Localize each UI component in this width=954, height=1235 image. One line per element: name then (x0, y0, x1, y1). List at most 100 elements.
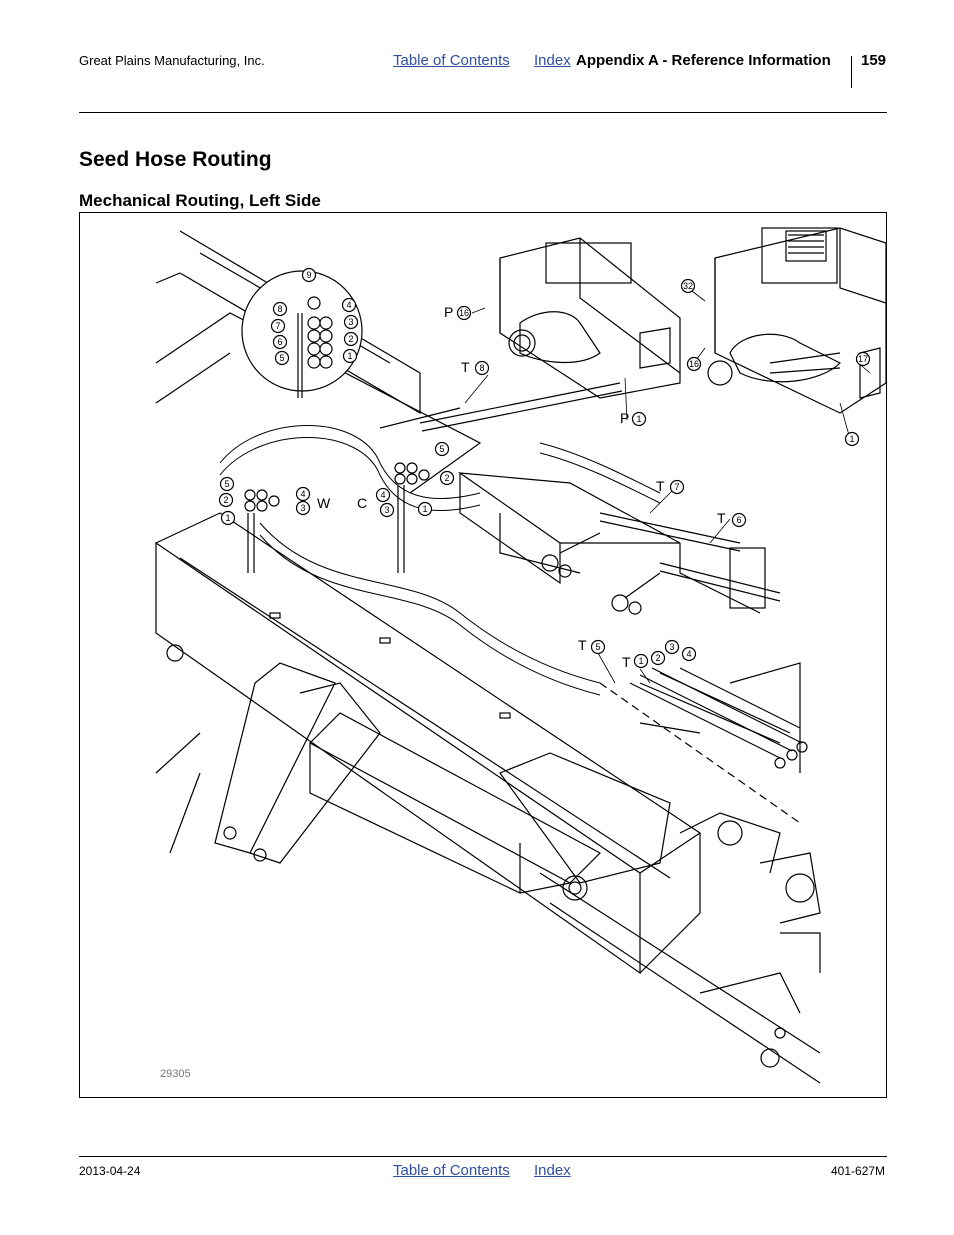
svg-text:1: 1 (225, 513, 230, 523)
callout-inset-6: 6 (272, 334, 288, 350)
section-title: Appendix A - Reference Information (576, 52, 831, 69)
callout-right-32: 32 (680, 278, 696, 294)
publication-date: 2013-04-24 (79, 1164, 141, 1178)
svg-text:1: 1 (638, 656, 643, 666)
manifold-c (394, 462, 430, 573)
svg-text:17: 17 (858, 354, 868, 364)
hose-couplers (541, 532, 661, 615)
svg-text:6: 6 (277, 337, 282, 347)
callout-w1: 1 (220, 510, 236, 526)
callout-w3: 3 (295, 500, 311, 516)
main-frame-beam (154, 512, 702, 975)
company-name: Great Plains Manufacturing, Inc. (79, 53, 265, 68)
page-title: Seed Hose Routing (79, 148, 272, 171)
hose-routing-figure: P T P T T T T W C 9 8 7 6 5 4 3 2 1 16 8… (79, 212, 887, 1098)
hitch-arms (155, 644, 381, 864)
distribution-pipes (379, 382, 801, 773)
svg-text:4: 4 (300, 489, 305, 499)
footer-rule (79, 1156, 887, 1157)
label-t1-letter: T (622, 654, 631, 670)
callout-w2: 2 (218, 492, 234, 508)
svg-text:4: 4 (686, 649, 691, 659)
callout-t1: 1 (633, 653, 649, 669)
svg-text:3: 3 (669, 642, 674, 652)
callout-right-1: 1 (844, 431, 860, 447)
svg-text:6: 6 (736, 515, 741, 525)
cross-beam (457, 472, 766, 614)
callout-front-2: 2 (650, 650, 666, 666)
svg-text:1: 1 (636, 414, 641, 424)
callout-t6: 6 (731, 512, 747, 528)
svg-text:16: 16 (689, 359, 699, 369)
callout-c1: 1 (417, 501, 433, 517)
document-number: 401-627M (831, 1164, 886, 1178)
svg-text:3: 3 (384, 505, 389, 515)
callout-t8: 8 (474, 360, 490, 376)
svg-text:1: 1 (849, 434, 854, 444)
callout-c2: 2 (439, 470, 455, 486)
callout-p16: 16 (456, 305, 472, 321)
label-t5-letter: T (578, 637, 587, 653)
label-w-letter: W (317, 495, 331, 511)
callout-inset-5: 5 (274, 350, 290, 366)
callout-front-4: 4 (681, 646, 697, 662)
header-divider (851, 56, 852, 88)
svg-text:1: 1 (422, 504, 427, 514)
callout-right-16: 16 (686, 356, 702, 372)
label-t8-letter: T (461, 359, 470, 375)
left-seed-meter-box (499, 237, 681, 399)
svg-text:3: 3 (348, 317, 353, 327)
svg-text:2: 2 (223, 495, 228, 505)
right-seed-meter-box (707, 227, 886, 414)
manifold-w (244, 489, 280, 573)
figure-number: 29305 (160, 1068, 191, 1080)
header-index-link[interactable]: Index (534, 52, 571, 69)
header-rule (79, 112, 887, 113)
callout-w4: 4 (295, 486, 311, 502)
callout-inset-1: 1 (342, 348, 358, 364)
svg-text:1: 1 (347, 351, 352, 361)
callout-inset-8: 8 (272, 301, 288, 317)
svg-text:5: 5 (439, 444, 444, 454)
callout-front-3: 3 (664, 639, 680, 655)
svg-text:8: 8 (277, 304, 282, 314)
label-t7-letter: T (656, 478, 665, 494)
svg-text:7: 7 (674, 482, 679, 492)
svg-text:2: 2 (444, 473, 449, 483)
lower-frame-beam (309, 712, 601, 894)
front-hose-bundle (629, 667, 808, 769)
seed-hoses (219, 425, 661, 696)
svg-text:16: 16 (459, 308, 469, 318)
footer-index-link[interactable]: Index (534, 1162, 571, 1179)
label-p1-letter: P (620, 410, 629, 426)
routing-centerline (599, 682, 801, 824)
section-subtitle: Mechanical Routing, Left Side (79, 191, 321, 210)
footer-toc-link[interactable]: Table of Contents (393, 1162, 510, 1179)
label-t6-letter: T (717, 510, 726, 526)
svg-text:5: 5 (279, 353, 284, 363)
header-toc-link[interactable]: Table of Contents (393, 52, 510, 69)
page-number: 159 (861, 52, 887, 69)
callout-c3: 3 (379, 502, 395, 518)
svg-text:2: 2 (655, 653, 660, 663)
callout-p1: 1 (631, 411, 647, 427)
callout-t7: 7 (669, 479, 685, 495)
callout-t5: 5 (590, 639, 606, 655)
callout-inset-3: 3 (343, 314, 359, 330)
svg-text:4: 4 (380, 490, 385, 500)
callout-inset-2: 2 (343, 331, 359, 347)
svg-text:2: 2 (348, 334, 353, 344)
svg-text:4: 4 (346, 300, 351, 310)
svg-text:7: 7 (275, 321, 280, 331)
svg-text:32: 32 (683, 281, 693, 291)
wheel-mount-assembly (499, 752, 821, 1084)
callout-inset-7: 7 (270, 318, 286, 334)
svg-text:8: 8 (479, 363, 484, 373)
inset-detail (241, 270, 363, 398)
callout-inset-9: 9 (301, 267, 317, 283)
svg-text:5: 5 (224, 479, 229, 489)
svg-text:3: 3 (300, 503, 305, 513)
label-c-letter: C (357, 495, 367, 511)
routing-drawing: P T P T T T T W C 9 8 7 6 5 4 3 2 1 16 8… (154, 227, 886, 1084)
callout-c5: 5 (434, 441, 450, 457)
